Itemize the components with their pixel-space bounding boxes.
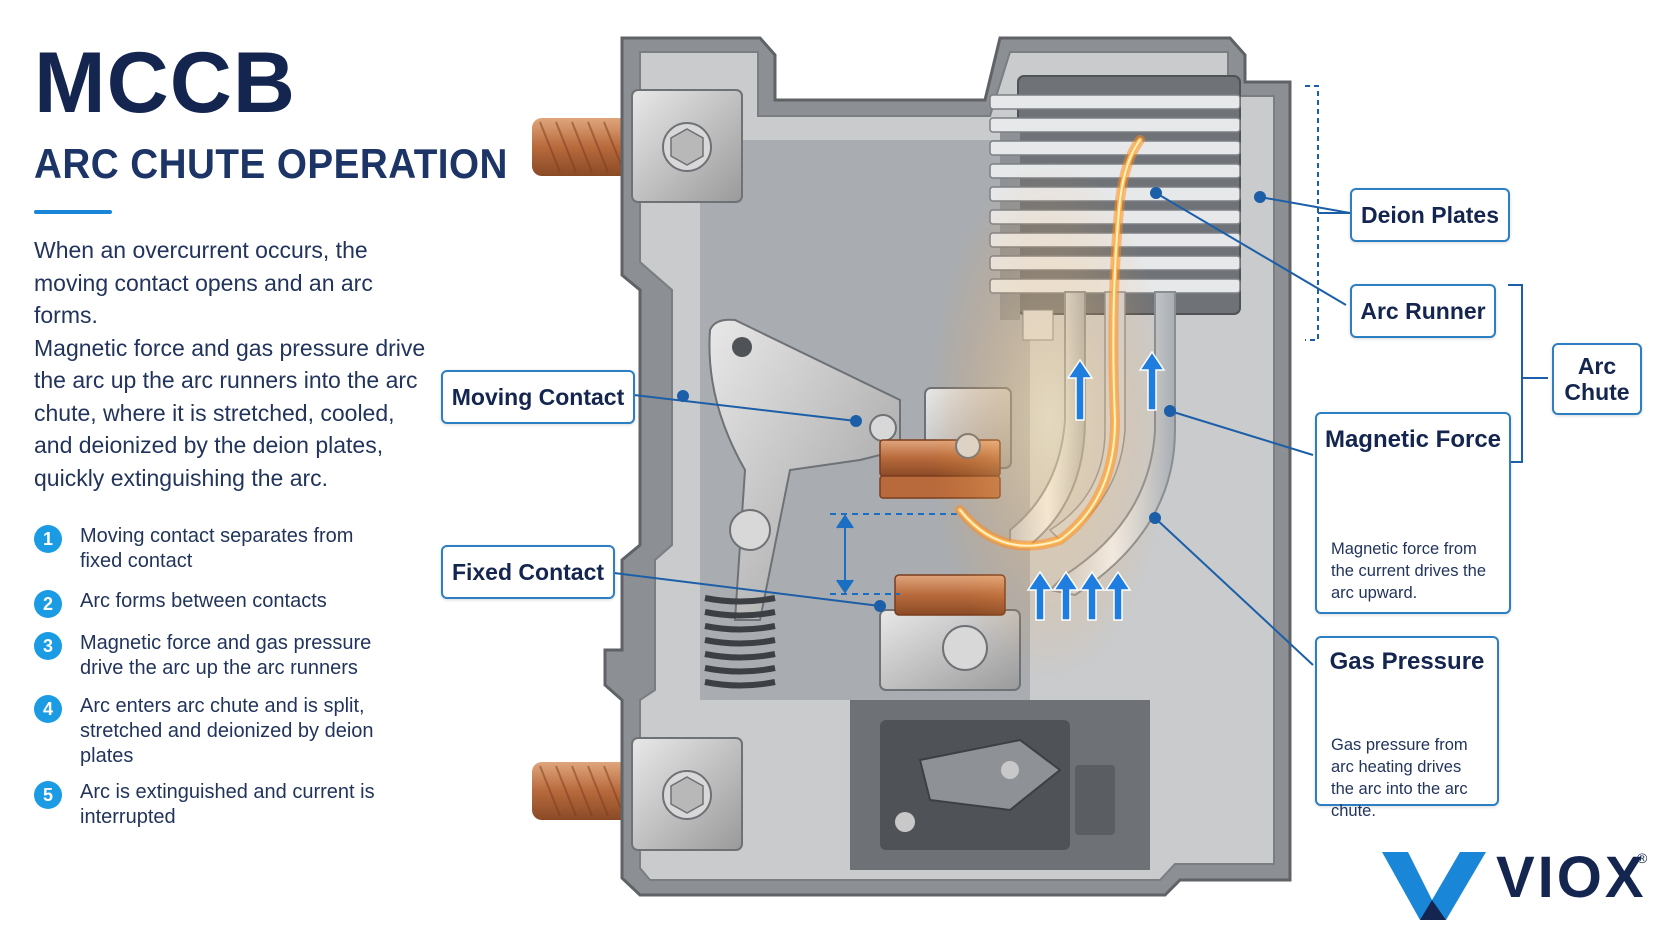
- magnetic-force-text: Magnetic force from the current drives t…: [1331, 540, 1486, 602]
- step-number: 3: [34, 632, 62, 660]
- step-item-4: 4 Arc enters arc chute and is split, str…: [34, 694, 434, 769]
- registered-mark: ®: [1637, 850, 1648, 866]
- step-item-2: 2 Arc forms between contacts: [34, 589, 434, 618]
- step-text: Magnetic force and gas pressure drive th…: [80, 632, 372, 679]
- brand-logo: VIOX: [1488, 844, 1647, 911]
- step-item-1: 1 Moving contact separates from fixed co…: [34, 524, 434, 574]
- top-cable: [532, 118, 632, 176]
- step-number: 4: [34, 695, 62, 723]
- step-text: Arc is extinguished and current is inter…: [80, 781, 375, 828]
- step-number: 2: [34, 590, 62, 618]
- leader-lines: [613, 187, 1351, 666]
- top-terminal: [631, 89, 743, 203]
- step-number: 1: [34, 525, 62, 553]
- step-item-3: 3 Magnetic force and gas pressure drive …: [34, 631, 434, 681]
- electric-arc: [930, 135, 1170, 680]
- arc-chute-bracket: [1508, 284, 1548, 463]
- page-title: MCCB: [34, 35, 296, 131]
- step-text: Moving contact separates from fixed cont…: [80, 525, 354, 572]
- step-item-5: 5 Arc is extinguished and current is int…: [34, 780, 434, 830]
- bottom-terminal: [631, 737, 743, 851]
- deion-bracket: [1305, 85, 1350, 341]
- label-fixed-contact: Fixed Contact: [441, 545, 615, 599]
- brand-name: VIOX: [1496, 845, 1647, 910]
- gas-pressure-text: Gas pressure from arc heating drives the…: [1331, 736, 1468, 820]
- label-moving-contact: Moving Contact: [441, 370, 635, 424]
- magnetic-force-title: Magnetic Force: [1324, 426, 1502, 453]
- spring: [704, 595, 776, 689]
- magnetic-force-box: Magnetic Force Magnetic force from the c…: [1315, 412, 1511, 614]
- contact-gap-indicator: [830, 513, 960, 595]
- page-subtitle: ARC CHUTE OPERATION: [34, 140, 508, 187]
- intro-paragraph-1: When an overcurrent occurs, the moving c…: [34, 237, 373, 328]
- gas-pressure-box: Gas Pressure Gas pressure from arc heati…: [1315, 636, 1499, 820]
- intro-paragraph-2: Magnetic force and gas pressure drive th…: [34, 334, 426, 491]
- viox-logo-mark: [1382, 852, 1486, 920]
- label-deion-plates: Deion Plates: [1350, 188, 1510, 242]
- intro-text: When an overcurrent occurs, the moving c…: [34, 234, 434, 494]
- gas-pressure-title: Gas Pressure: [1329, 648, 1485, 675]
- label-arc-chute: Arc Chute: [1552, 343, 1642, 415]
- bottom-cable: [532, 762, 632, 820]
- step-number: 5: [34, 781, 62, 809]
- label-arc-runner: Arc Runner: [1350, 284, 1496, 338]
- force-arrows: [1026, 350, 1166, 621]
- step-text: Arc enters arc chute and is split, stret…: [80, 695, 374, 767]
- step-text: Arc forms between contacts: [80, 590, 327, 612]
- trip-mechanism: [880, 720, 1115, 850]
- title-underline: [34, 210, 112, 214]
